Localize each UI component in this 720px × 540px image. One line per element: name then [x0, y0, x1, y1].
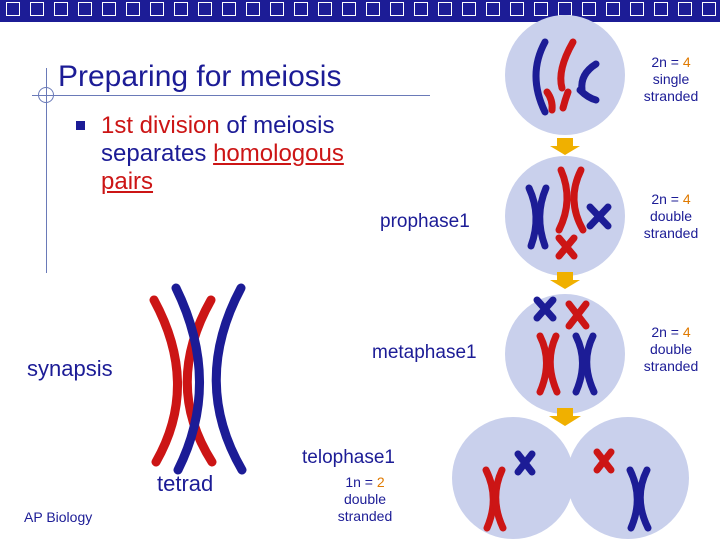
cell-telophase-right — [567, 417, 689, 539]
bullet-term: homologous pairs — [101, 140, 344, 195]
chromosome-metaphase — [533, 296, 598, 396]
square-icon — [174, 2, 188, 16]
arrow-icon — [549, 408, 581, 426]
square-icon — [6, 2, 20, 16]
square-icon — [702, 2, 716, 16]
square-icon — [510, 2, 524, 16]
note-prefix: 2n = — [651, 54, 683, 70]
note-number: 2 — [376, 474, 385, 490]
square-icon — [318, 2, 332, 16]
square-icon — [198, 2, 212, 16]
square-icon — [150, 2, 164, 16]
note-line2: double — [649, 341, 693, 357]
note-prefix: 1n = — [345, 474, 377, 490]
square-icon — [54, 2, 68, 16]
note-line2: single — [652, 71, 690, 87]
bullet-square-icon — [76, 121, 85, 130]
square-icon — [102, 2, 116, 16]
chromosome-single — [532, 38, 600, 116]
note-line3: stranded — [643, 358, 699, 374]
guide-line-vertical — [46, 68, 47, 273]
square-icon — [486, 2, 500, 16]
square-icon — [126, 2, 140, 16]
note-double-stranded-metaphase: 2n = 4 double stranded — [622, 324, 720, 375]
chromosome-prophase — [525, 166, 612, 260]
bullet-middle: of meiosis separates — [101, 112, 335, 167]
square-icon — [366, 2, 380, 16]
note-line3: stranded — [643, 88, 699, 104]
square-icon — [342, 2, 356, 16]
note-number: 4 — [682, 324, 691, 340]
label-tetrad: tetrad — [157, 471, 214, 496]
square-icon — [222, 2, 236, 16]
chromosome-telophase-left — [482, 450, 536, 532]
cell-telophase-left — [452, 417, 574, 539]
arrow-icon — [550, 272, 580, 289]
cell-single-stranded — [505, 15, 625, 135]
square-icon — [30, 2, 44, 16]
note-line3: stranded — [643, 225, 699, 241]
label-telophase: telophase1 — [302, 447, 395, 468]
tetrad-chromosomes — [149, 283, 247, 475]
label-prophase: prophase1 — [380, 211, 470, 232]
note-telophase: 1n = 2 double stranded — [305, 474, 425, 525]
square-icon — [414, 2, 428, 16]
note-line2: double — [343, 491, 387, 507]
square-icon — [270, 2, 284, 16]
note-prefix: 2n = — [651, 324, 683, 340]
square-icon — [438, 2, 452, 16]
arrow-icon — [550, 138, 580, 155]
square-icon — [246, 2, 260, 16]
square-icon — [390, 2, 404, 16]
label-synapsis: synapsis — [27, 356, 113, 381]
guide-line-horizontal — [32, 95, 430, 96]
crosshair-icon — [38, 87, 54, 103]
cell-metaphase — [505, 294, 625, 414]
square-icon — [606, 2, 620, 16]
square-icon — [78, 2, 92, 16]
note-prefix: 2n = — [651, 191, 683, 207]
footer-label: AP Biology — [24, 509, 93, 525]
square-icon — [582, 2, 596, 16]
square-icon — [294, 2, 308, 16]
bullet-text: 1st division of meiosis separates homolo… — [101, 112, 371, 196]
square-icon — [630, 2, 644, 16]
note-number: 4 — [682, 54, 691, 70]
square-icon — [654, 2, 668, 16]
bullet-highlight: 1st division — [101, 112, 220, 139]
label-metaphase: metaphase1 — [372, 342, 477, 363]
chromosome-telophase-right — [593, 448, 652, 532]
slide-title: Preparing for meiosis — [58, 60, 342, 93]
note-line3: stranded — [337, 508, 393, 524]
square-icon — [462, 2, 476, 16]
note-single-stranded: 2n = 4 single stranded — [622, 54, 720, 105]
square-icon — [534, 2, 548, 16]
top-bar — [0, 0, 720, 22]
note-double-stranded-prophase: 2n = 4 double stranded — [622, 191, 720, 242]
note-line2: double — [649, 208, 693, 224]
note-number: 4 — [682, 191, 691, 207]
square-icon — [678, 2, 692, 16]
